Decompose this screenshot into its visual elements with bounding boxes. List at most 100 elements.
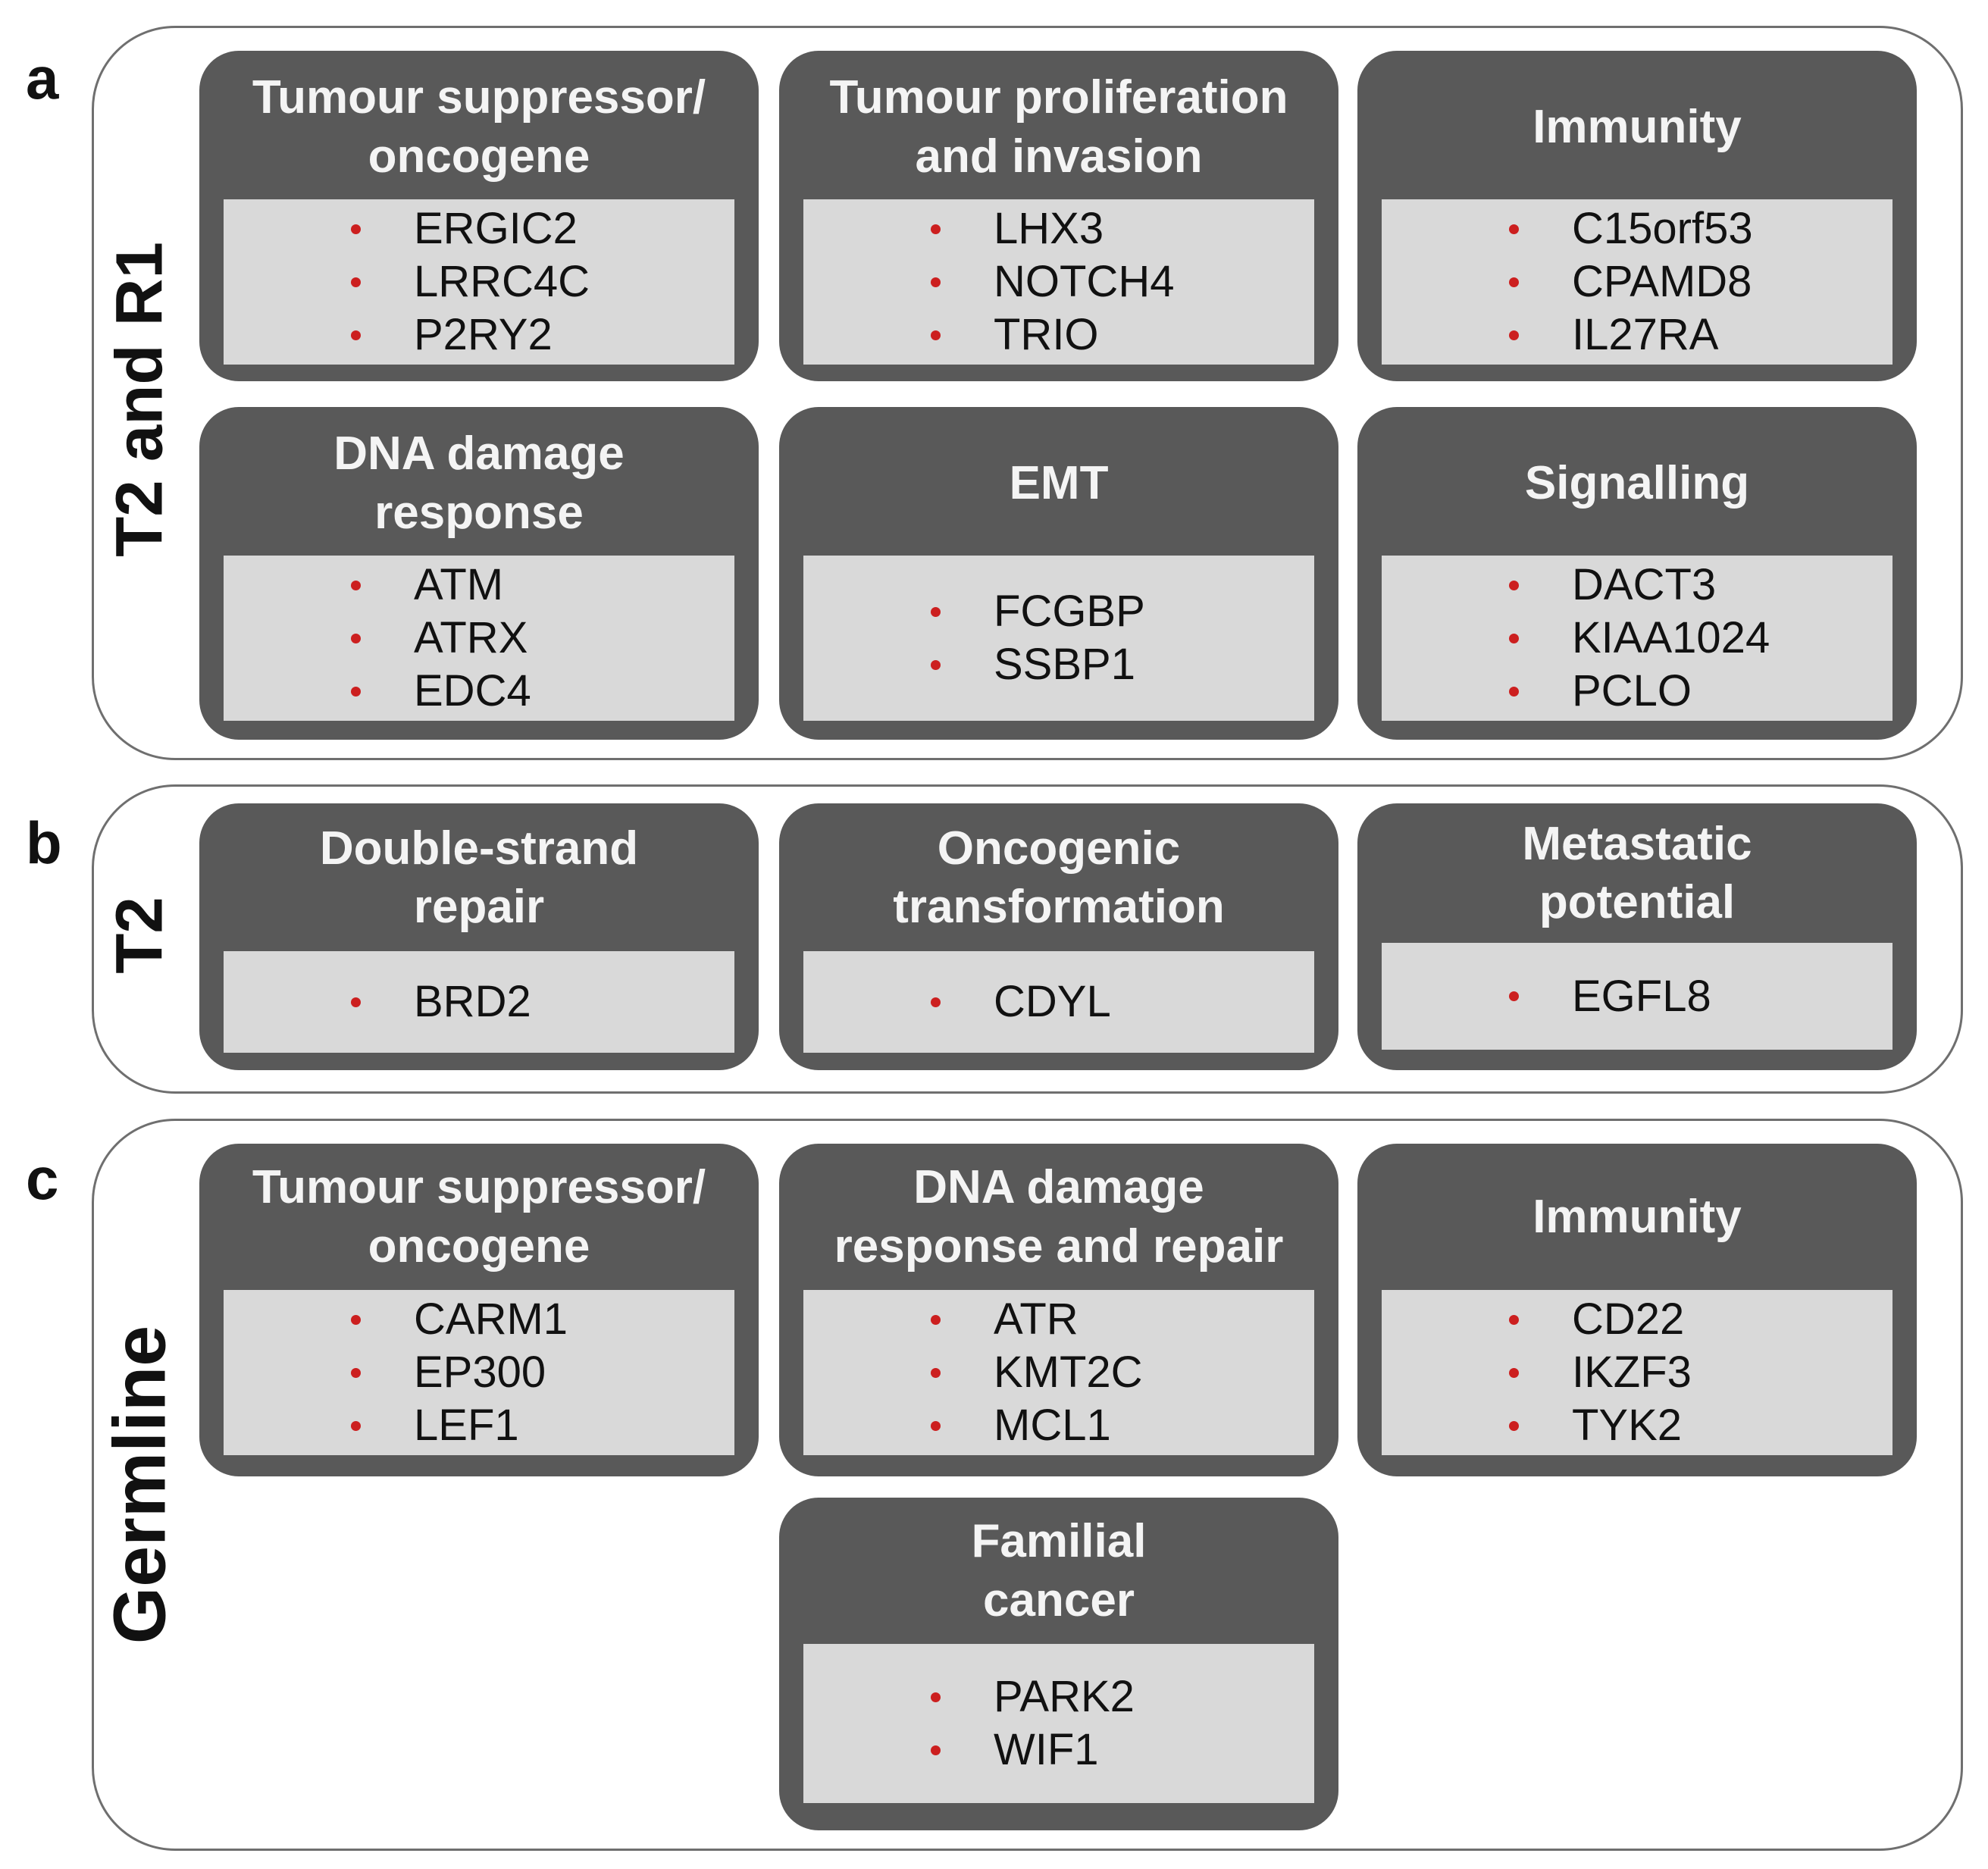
gene-name: IKZF3 <box>1572 1348 1692 1397</box>
category-title-line: Immunity <box>1532 1190 1742 1243</box>
gene-list: EGFL8 <box>1382 943 1893 1050</box>
gene-list-item: NOTCH4 <box>803 255 1314 308</box>
category-title-line: repair <box>413 881 545 933</box>
gene-list-item: CPAMD8 <box>1382 255 1893 308</box>
bullet-icon <box>931 224 941 234</box>
bullet-icon <box>931 997 941 1007</box>
bullet-icon <box>931 1745 941 1755</box>
gene-list-item: ATR <box>803 1293 1314 1346</box>
category-title-line: DNA damage <box>913 1161 1204 1213</box>
category-title: Tumour proliferation and invasion <box>787 51 1331 203</box>
bullet-icon <box>1509 277 1519 287</box>
gene-name: LRRC4C <box>414 257 590 306</box>
gene-name: ATM <box>414 560 504 609</box>
gene-list-area: EGFL8 <box>1382 943 1893 1050</box>
gene-name: PCLO <box>1572 666 1692 715</box>
bullet-icon <box>351 1367 361 1378</box>
gene-name: NOTCH4 <box>994 257 1175 306</box>
gene-name: BRD2 <box>414 977 531 1026</box>
category-title: EMT <box>787 407 1331 559</box>
bullet-icon <box>1509 1367 1519 1378</box>
category-title-line: DNA damage <box>333 427 625 480</box>
gene-list-item: EGFL8 <box>1382 970 1893 1023</box>
gene-name: CARM1 <box>414 1295 568 1344</box>
bullet-icon <box>1509 1314 1519 1325</box>
bullet-icon <box>931 1314 941 1325</box>
category-title-line: Tumour proliferation <box>829 71 1288 124</box>
category-title: Tumour suppressor/oncogene <box>207 1144 751 1290</box>
category-title-line: Tumour suppressor/ <box>252 1161 706 1213</box>
gene-list-item: PARK2 <box>803 1670 1314 1723</box>
bullet-icon <box>931 659 941 670</box>
category-title-line: oncogene <box>368 130 590 183</box>
bullet-icon <box>1509 686 1519 697</box>
gene-name: SSBP1 <box>994 640 1135 689</box>
gene-list-item: CARM1 <box>224 1293 734 1346</box>
panel-side-label: T2 and R1 <box>102 242 177 557</box>
gene-list-area: BRD2 <box>224 951 734 1053</box>
gene-list-item: TRIO <box>803 308 1314 362</box>
gene-list-item: IL27RA <box>1382 308 1893 362</box>
bullet-icon <box>351 997 361 1007</box>
gene-name: KIAA1024 <box>1572 613 1770 662</box>
gene-list-item: EDC4 <box>224 665 734 718</box>
gene-list-item: IKZF3 <box>1382 1346 1893 1399</box>
category-title-line: Double-strand <box>319 822 639 875</box>
gene-name: WIF1 <box>994 1725 1099 1774</box>
gene-name: CPAMD8 <box>1572 257 1752 306</box>
gene-list-item: BRD2 <box>224 975 734 1028</box>
gene-name: ATRX <box>414 613 528 662</box>
gene-list-item: TYK2 <box>1382 1399 1893 1452</box>
category-title-line: Familial <box>971 1515 1147 1567</box>
bullet-icon <box>931 1420 941 1431</box>
bullet-icon <box>1509 580 1519 590</box>
panel-letter: a <box>26 45 59 111</box>
gene-name: LEF1 <box>414 1401 519 1450</box>
gene-name: CDYL <box>994 977 1111 1026</box>
category-title-line: response and repair <box>834 1219 1284 1273</box>
gene-name: PARK2 <box>994 1672 1135 1721</box>
gene-list-item: KMT2C <box>803 1346 1314 1399</box>
gene-list-item: LHX3 <box>803 202 1314 255</box>
gene-name: EGFL8 <box>1572 971 1711 1021</box>
gene-list-item: EP300 <box>224 1346 734 1399</box>
category-title-line: transformation <box>893 881 1225 933</box>
gene-name: IL27RA <box>1572 310 1719 359</box>
gene-list: BRD2 <box>224 951 734 1053</box>
bullet-icon <box>931 1692 941 1702</box>
bullet-icon <box>351 633 361 643</box>
category-title-line: oncogene <box>368 1219 590 1273</box>
category-title-line: and invasion <box>915 130 1203 183</box>
bullet-icon <box>1509 330 1519 340</box>
bullet-icon <box>351 330 361 340</box>
gene-name: EP300 <box>414 1348 546 1397</box>
bullet-icon <box>931 606 941 617</box>
bullet-icon <box>1509 224 1519 234</box>
gene-list-item: SSBP1 <box>803 638 1314 691</box>
gene-name: P2RY2 <box>414 310 553 359</box>
gene-name: ATR <box>994 1295 1079 1344</box>
gene-name: LHX3 <box>994 204 1104 253</box>
bullet-icon <box>351 1314 361 1325</box>
category-title-line: potential <box>1539 876 1736 928</box>
category-title-line: Oncogenic <box>937 822 1181 875</box>
